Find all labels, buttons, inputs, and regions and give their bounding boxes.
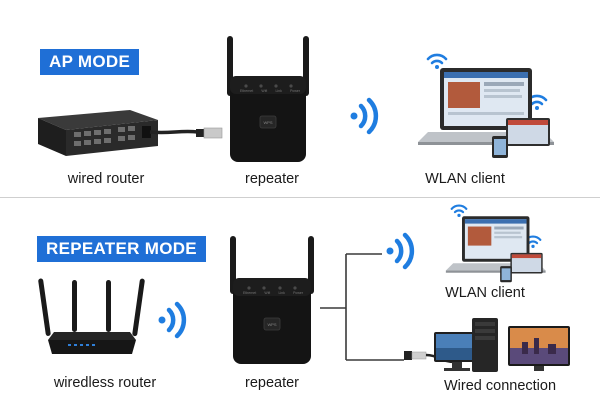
repeater-mode-badge: REPEATER MODE bbox=[37, 236, 206, 262]
laptop-icon bbox=[418, 68, 554, 158]
repeater-client-caption: WLAN client bbox=[445, 285, 525, 301]
repeater-repeater-caption: repeater bbox=[244, 375, 299, 391]
section-divider bbox=[0, 197, 600, 198]
laptop-icon bbox=[445, 216, 546, 283]
ethernet-plug-icon bbox=[196, 127, 223, 139]
repeater-router-caption: wiredless router bbox=[53, 375, 157, 391]
desktop-computer-icon bbox=[404, 318, 570, 372]
port-label: Wifi bbox=[264, 291, 271, 295]
wifi-signal-icon bbox=[158, 301, 187, 339]
wireless-router-icon bbox=[38, 278, 145, 354]
port-label: Ethernet bbox=[243, 291, 257, 295]
repeater-device-icon bbox=[230, 236, 314, 364]
port-label: Link bbox=[275, 89, 282, 93]
connector-lines bbox=[320, 253, 404, 361]
port-label: Power bbox=[290, 89, 300, 93]
ap-router-caption: wired router bbox=[67, 171, 145, 187]
ap-mode-badge: AP MODE bbox=[40, 49, 140, 75]
repeater-port-labels: Ethernet Wifi Link Power bbox=[243, 291, 303, 295]
repeater-wps-label: WPS bbox=[267, 322, 277, 327]
wifi-signal-icon bbox=[386, 232, 415, 270]
port-label: Wifi bbox=[261, 89, 268, 93]
wifi-signal-icon bbox=[350, 97, 379, 135]
port-label: Link bbox=[278, 291, 285, 295]
wired-router-icon bbox=[38, 110, 199, 156]
wifi-small-icon bbox=[426, 53, 448, 69]
repeater-device-icon bbox=[227, 36, 309, 162]
port-label: Ethernet bbox=[240, 89, 254, 93]
ap-client-caption: WLAN client bbox=[425, 171, 505, 187]
wifi-small-icon bbox=[450, 204, 468, 218]
ap-port-labels: Ethernet Wifi Link Power bbox=[240, 89, 300, 93]
ap-repeater-caption: repeater bbox=[244, 171, 299, 187]
port-label: Power bbox=[293, 291, 303, 295]
ap-wps-label: WPS bbox=[263, 120, 273, 125]
repeater-wired-caption: Wired connection bbox=[443, 378, 557, 394]
